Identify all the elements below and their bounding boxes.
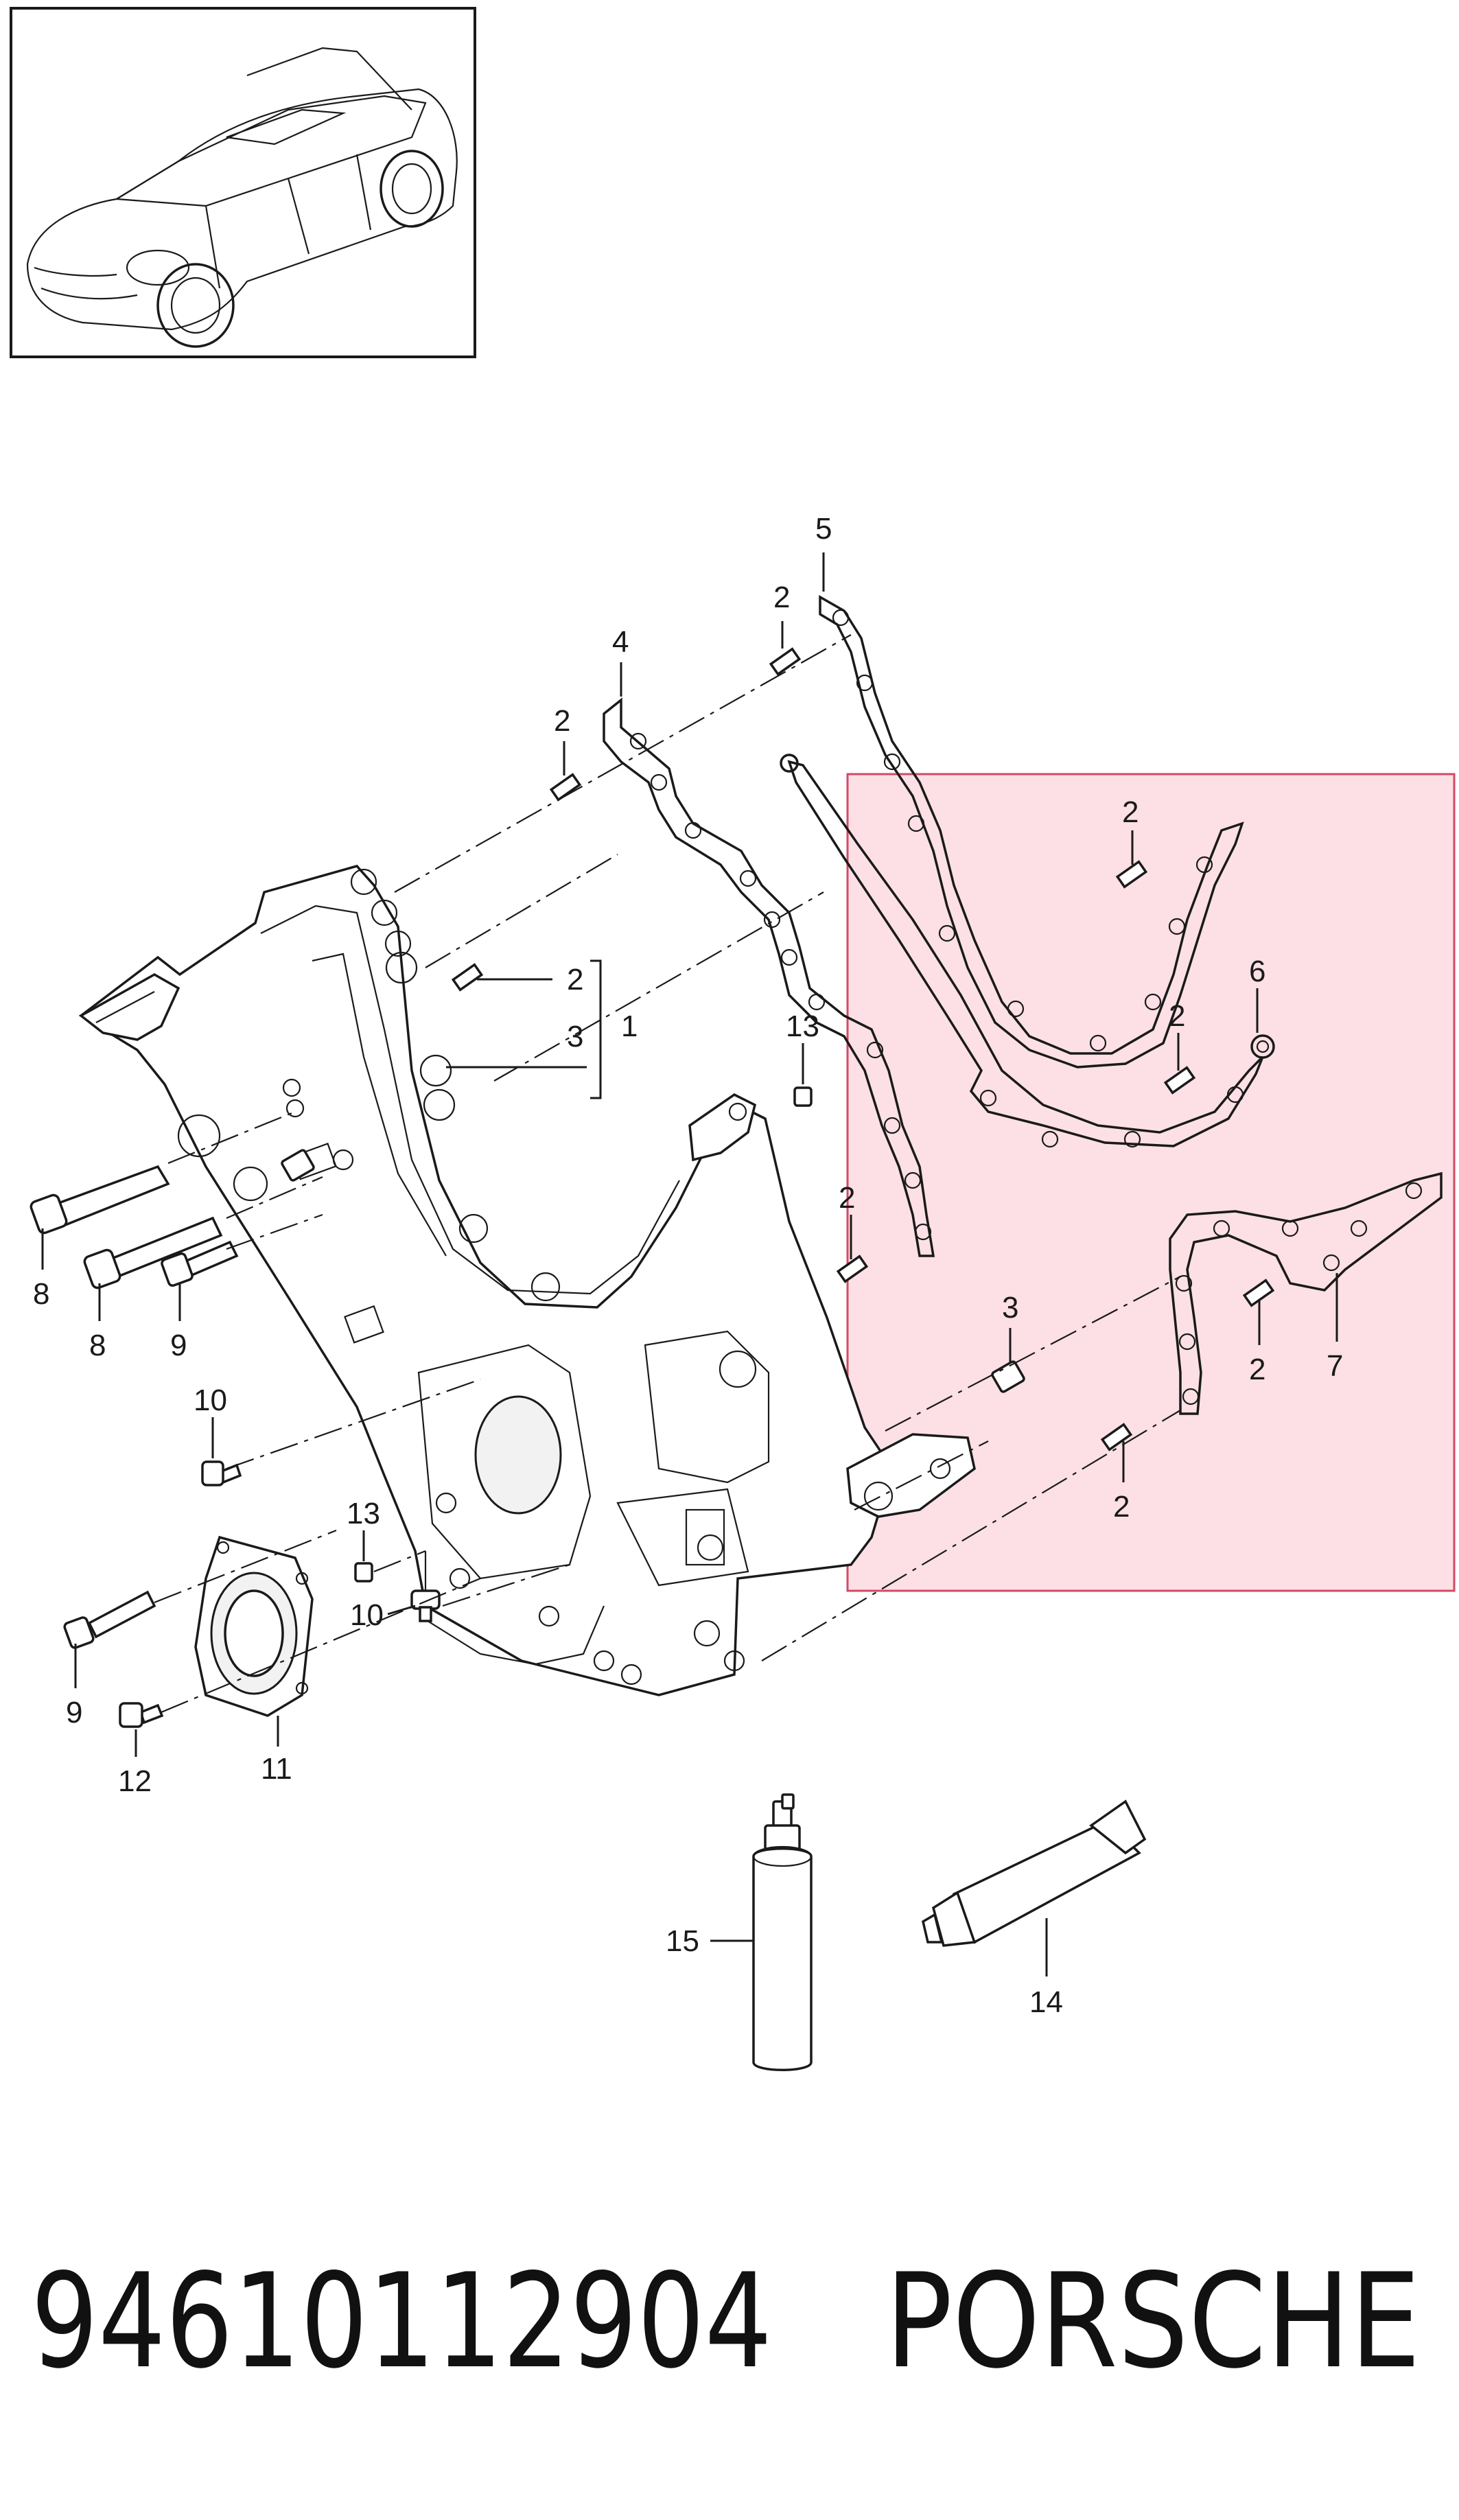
callout-2: 2: [1249, 1353, 1265, 1386]
callout-3: 3: [567, 1020, 583, 1053]
assembly-lines: [154, 634, 1181, 1714]
callout-15: 15: [666, 1924, 699, 1958]
callout-2: 2: [567, 963, 583, 996]
gasket-6: [780, 754, 1264, 1148]
spray-bottle-icon: [752, 1793, 813, 2071]
dowel-pins: [451, 647, 1275, 1451]
callout-8: 8: [89, 1329, 106, 1362]
timing-cover-housing: [78, 865, 976, 1696]
bolt-8-lower: [83, 1216, 223, 1290]
leader-lines: [41, 552, 1338, 1976]
callout-12: 12: [118, 1764, 152, 1798]
bolt-10-lower: [410, 1589, 441, 1622]
callout-13: 13: [347, 1497, 380, 1530]
seal-ring-6: [1250, 1034, 1275, 1059]
callout-2: 2: [773, 581, 790, 614]
callout-13: 13: [786, 1010, 819, 1043]
callout-7: 7: [1327, 1349, 1343, 1383]
callout-11: 11: [261, 1752, 292, 1786]
callout-14: 14: [1029, 1985, 1063, 2019]
callout-2: 2: [1122, 795, 1139, 829]
gasket-5: [819, 594, 1244, 1069]
callout-1: 1: [621, 1010, 638, 1043]
brand-name: PORSCHE: [885, 2245, 1421, 2397]
callout-4: 4: [612, 625, 629, 659]
callout-labels: 5 2 4 2 2 3 1 13 2 6 2 2 3 2 7 2 8 8 9 1…: [33, 512, 1343, 2019]
vehicle-thumbnail: [10, 7, 476, 358]
gasket-7: [1169, 1171, 1443, 1415]
callout-9: 9: [66, 1696, 82, 1729]
footer: 94610112904 PORSCHE: [31, 2245, 1421, 2397]
callout-10: 10: [194, 1384, 227, 1417]
callout-8: 8: [33, 1277, 49, 1311]
sleeves: [281, 1149, 1025, 1393]
callout-2: 2: [1113, 1490, 1130, 1524]
part-number: 94610112904: [31, 2245, 772, 2397]
gasket-4: [603, 697, 935, 1257]
plug-13-lower: [354, 1562, 373, 1583]
callout-5: 5: [815, 512, 832, 546]
car-icon: [26, 47, 458, 348]
callout-3: 3: [1002, 1291, 1018, 1325]
bolt-9-lower: [63, 1590, 156, 1649]
callout-6: 6: [1249, 955, 1265, 988]
callout-2: 2: [554, 704, 570, 738]
bolt-8-upper: [30, 1165, 170, 1235]
callout-9: 9: [170, 1329, 187, 1362]
callout-2: 2: [839, 1181, 855, 1215]
sealant-tube-icon: [922, 1799, 1147, 1947]
seal-carrier-11: [194, 1535, 314, 1717]
bolt-12: [119, 1702, 164, 1728]
callout-10: 10: [350, 1598, 384, 1632]
callout-2: 2: [1169, 999, 1185, 1033]
plug-13-upper: [793, 1086, 813, 1107]
bolt-9-upper: [161, 1240, 239, 1287]
